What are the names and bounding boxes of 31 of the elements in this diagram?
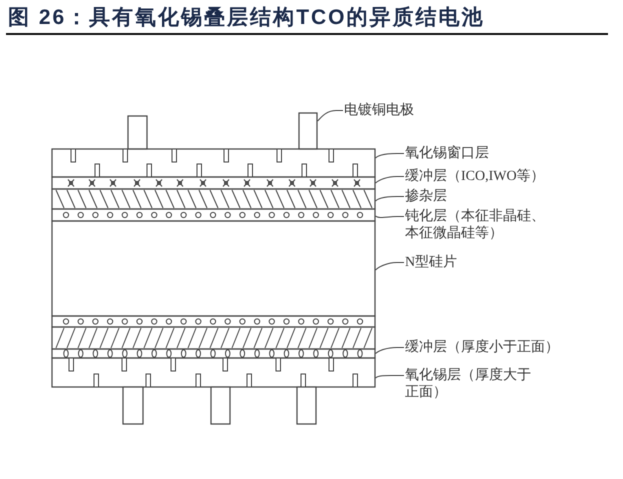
callout-label: 钝化层（本征非晶硅、本征微晶硅等）	[405, 208, 551, 242]
leader-line	[375, 347, 404, 354]
callout-label: 缓冲层（ICO,IWO等）	[405, 168, 545, 185]
electrode	[210, 386, 231, 425]
leader-line	[375, 153, 404, 158]
electrode	[296, 386, 317, 425]
callout-label: 缓冲层（厚度小于正面）	[405, 339, 559, 356]
callout-label: N型硅片	[405, 254, 458, 271]
leader-line	[375, 374, 404, 378]
doped-layer	[51, 326, 376, 350]
buffer-layer	[51, 176, 376, 190]
tin-oxide-layer	[51, 357, 376, 388]
callout-label: 电镀铜电极	[344, 102, 414, 119]
electrode	[127, 115, 148, 150]
callout-label: 掺杂层	[405, 188, 447, 205]
leader-line	[375, 262, 404, 270]
leader-line	[317, 110, 344, 122]
buffer-layer	[51, 348, 376, 359]
callout-label: 氧化锡层（厚度大于正面）	[405, 367, 536, 401]
electrode	[298, 112, 318, 150]
callout-label: 氧化锡窗口层	[405, 145, 489, 162]
leader-line	[375, 196, 404, 202]
silicon-wafer	[51, 220, 376, 317]
leader-line	[375, 216, 404, 218]
passivation-layer	[51, 315, 376, 328]
figure-title: 图 26：具有氧化锡叠层结构TCO的异质结电池	[8, 5, 485, 31]
electrode	[122, 386, 144, 425]
tin-oxide-window-layer	[51, 148, 376, 178]
passivation-layer	[51, 208, 376, 222]
leader-line	[375, 176, 404, 184]
doped-layer	[51, 188, 376, 210]
